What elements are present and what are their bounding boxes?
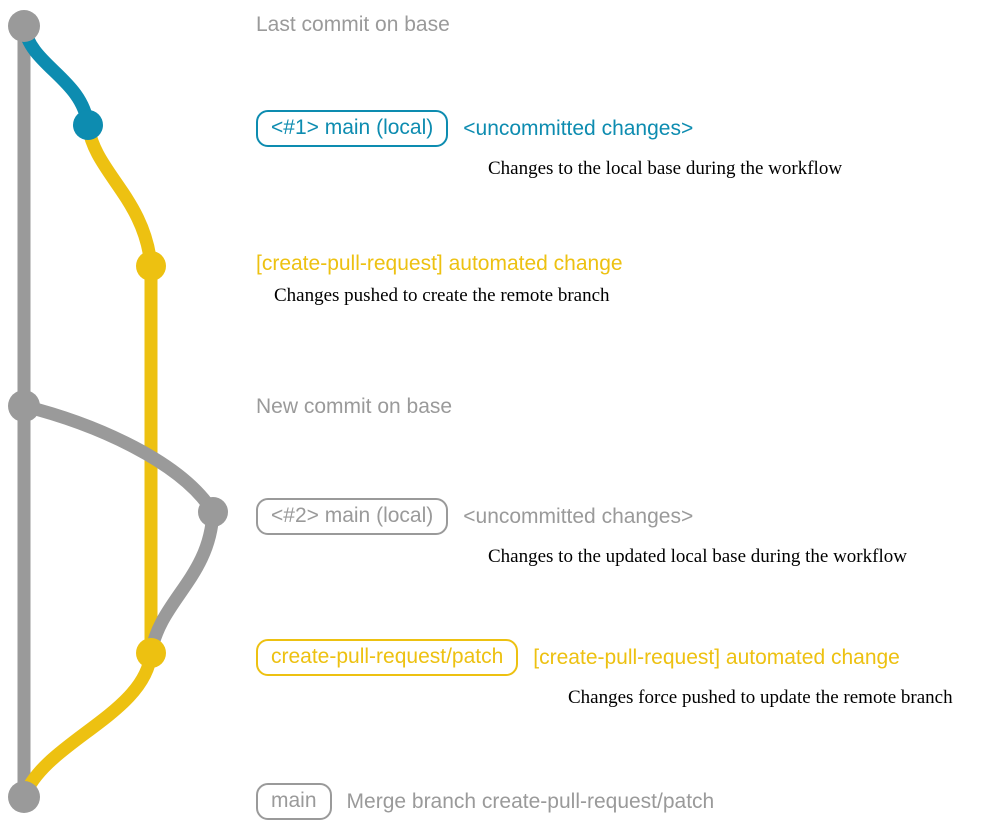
git-graph — [0, 0, 260, 827]
row-last-commit-on-base: Last commit on base — [256, 14, 450, 35]
commit-node-automated-1[interactable] — [136, 251, 166, 281]
commit-node-merge[interactable] — [8, 781, 40, 813]
commit-message-new-commit-on-base: New commit on base — [256, 395, 453, 418]
row-headline-line: [create-pull-request] automated change — [256, 253, 623, 274]
row-automated-change-1: [create-pull-request] automated change C… — [256, 253, 623, 305]
commit-message-automated-2: [create-pull-request] automated change — [533, 646, 900, 669]
gold-branch-line-upper — [81, 118, 158, 273]
commit-message-local-2: <uncommitted changes> — [463, 505, 694, 528]
commit-node-local-2[interactable] — [198, 497, 228, 527]
ref-chip-main[interactable]: main — [256, 783, 332, 820]
commit-description-automated-2: Changes force pushed to update the remot… — [568, 687, 953, 708]
commit-node-local-1[interactable] — [73, 110, 103, 140]
git-graph-svg — [8, 10, 228, 813]
commit-description-local-1: Changes to the local base during the wor… — [488, 158, 843, 179]
ref-chip-create-pull-request-patch[interactable]: create-pull-request/patch — [256, 639, 519, 676]
ref-chip-local-1[interactable]: <#1> main (local) — [256, 110, 449, 147]
gray-branch-line-out — [17, 399, 220, 519]
row-headline-line: main Merge branch create-pull-request/pa… — [256, 783, 714, 820]
row-local-commit-1: <#1> main (local) <uncommitted changes> … — [256, 110, 842, 178]
row-headline-line: <#2> main (local) <uncommitted changes> — [256, 498, 907, 535]
gold-merge-line — [17, 646, 158, 804]
row-new-commit-on-base: New commit on base — [256, 396, 452, 417]
row-local-commit-2: <#2> main (local) <uncommitted changes> … — [256, 498, 907, 566]
commit-description-local-2: Changes to the updated local base during… — [488, 546, 907, 567]
row-headline-line: New commit on base — [256, 396, 452, 417]
commit-node-base-top[interactable] — [8, 10, 40, 42]
gray-branch-line-in — [144, 505, 220, 660]
row-merge-commit: main Merge branch create-pull-request/pa… — [256, 783, 714, 820]
commit-message-merge: Merge branch create-pull-request/patch — [346, 790, 715, 813]
row-automated-change-2: create-pull-request/patch [create-pull-r… — [256, 639, 953, 707]
commit-message-last-commit-on-base: Last commit on base — [256, 13, 450, 36]
commit-description-automated-1: Changes pushed to create the remote bran… — [274, 285, 610, 306]
commit-node-automated-2[interactable] — [136, 638, 166, 668]
row-headline-line: <#1> main (local) <uncommitted changes> — [256, 110, 842, 147]
commit-message-automated-1: [create-pull-request] automated change — [256, 252, 623, 275]
row-headline-line: create-pull-request/patch [create-pull-r… — [256, 639, 953, 676]
commit-message-local-1: <uncommitted changes> — [463, 117, 694, 140]
row-headline-line: Last commit on base — [256, 14, 450, 35]
ref-chip-local-2[interactable]: <#2> main (local) — [256, 498, 449, 535]
commit-node-base-new[interactable] — [8, 390, 40, 422]
